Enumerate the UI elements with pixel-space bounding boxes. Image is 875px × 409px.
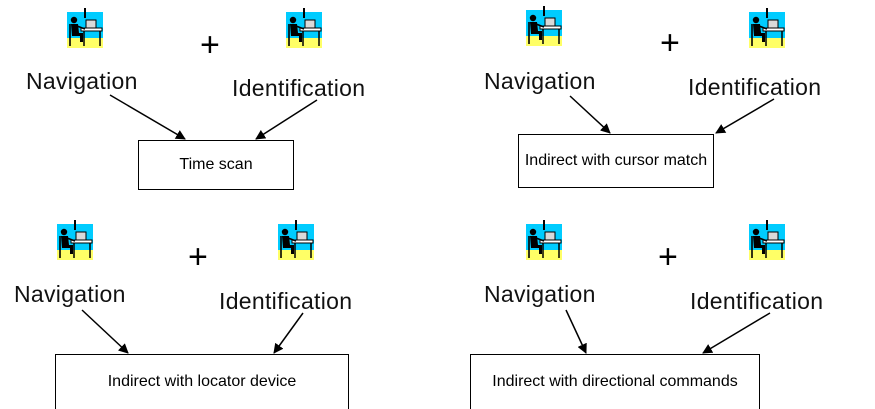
navigation-label: Navigation	[14, 281, 126, 307]
method-box: Indirect with cursor match	[518, 134, 714, 188]
plus-sign: +	[200, 26, 220, 64]
navigation-label: Navigation	[26, 68, 138, 94]
plus-sign: +	[188, 238, 208, 276]
arrow-identification	[702, 312, 771, 354]
person-at-desk-icon	[67, 8, 103, 48]
arrow-identification	[273, 312, 304, 354]
person-at-desk-icon	[278, 220, 314, 260]
arrow-navigation	[565, 309, 587, 354]
arrow-navigation	[109, 94, 186, 140]
person-at-desk-icon	[749, 220, 785, 260]
navigation-label: Navigation	[484, 68, 596, 94]
arrow-navigation	[81, 309, 129, 354]
arrow-navigation	[569, 95, 611, 134]
person-at-desk-icon	[286, 8, 322, 48]
plus-sign: +	[660, 24, 680, 62]
method-box: Indirect with locator device	[55, 354, 349, 409]
person-at-desk-icon	[526, 220, 562, 260]
plus-sign: +	[658, 238, 678, 276]
person-at-desk-icon	[57, 220, 93, 260]
navigation-label: Navigation	[484, 281, 596, 307]
identification-label: Identification	[219, 288, 353, 314]
identification-label: Identification	[688, 74, 822, 100]
identification-label: Identification	[690, 288, 824, 314]
arrow-identification	[715, 98, 775, 134]
identification-label: Identification	[232, 75, 366, 101]
arrow-identification	[255, 99, 318, 140]
person-at-desk-icon	[749, 8, 785, 48]
method-box: Indirect with directional commands	[470, 354, 760, 409]
person-at-desk-icon	[526, 6, 562, 46]
method-box: Time scan	[138, 140, 294, 190]
